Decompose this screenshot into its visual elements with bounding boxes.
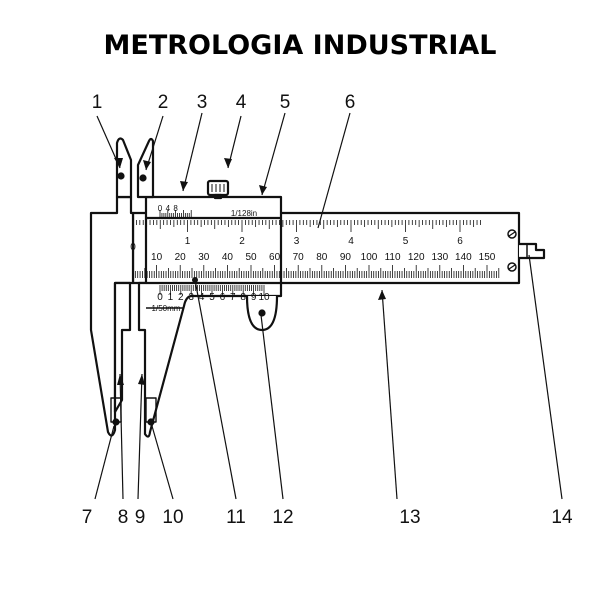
mm-main-label: 90 — [340, 252, 352, 263]
mm-vernier-label: 2 — [178, 292, 184, 303]
inch-vernier-label: 0 — [158, 204, 163, 213]
mm-main-label: 50 — [245, 252, 257, 263]
mm-main-label: 70 — [293, 252, 305, 263]
callout-13: 13 — [399, 507, 420, 528]
mm-vernier-label: 0 — [157, 292, 163, 303]
inch-main-label: 5 — [403, 236, 409, 247]
fixed-internal-jaw — [115, 137, 133, 199]
mm-vernier-label: 10 — [258, 292, 270, 303]
mm-main-label: 140 — [455, 252, 472, 263]
mm-vernier-label: 1 — [168, 292, 174, 303]
callout-1: 1 — [92, 92, 103, 113]
mm-main-label: 100 — [361, 252, 378, 263]
callout-12: 12 — [272, 507, 293, 528]
mm-vernier-unit: 1/50mm — [152, 304, 181, 313]
callout-11: 11 — [226, 507, 246, 528]
callout-5: 5 — [280, 92, 291, 113]
mm-vernier-label: 8 — [240, 292, 246, 303]
vernier-scale-ticks — [159, 210, 265, 295]
callout-2: 2 — [158, 92, 169, 113]
inch-main-label: 1 — [185, 236, 191, 247]
mm-main-label: 60 — [269, 252, 281, 263]
mm-vernier-label: 7 — [230, 292, 236, 303]
inch-main-label: 2 — [239, 236, 245, 247]
mm-main-label: 150 — [479, 252, 496, 263]
inch-vernier-unit: 1/128in — [231, 209, 257, 218]
mm-vernier-label: 5 — [209, 292, 215, 303]
inch-vernier-label: 8 — [173, 204, 178, 213]
slider-body — [137, 195, 283, 438]
leader-arrowheads — [114, 158, 386, 385]
callout-10: 10 — [162, 507, 183, 528]
mm-main-label: 120 — [408, 252, 425, 263]
diagram-title: METROLOGIA INDUSTRIAL — [103, 30, 497, 61]
callout-4: 4 — [236, 92, 247, 113]
leader-lines — [94, 112, 563, 500]
callout-8: 8 — [118, 507, 129, 528]
mm-main-label: 130 — [431, 252, 448, 263]
depth-rod — [519, 242, 546, 260]
mm-main-label: 80 — [316, 252, 328, 263]
callout-3: 3 — [197, 92, 208, 113]
callout-14: 14 — [551, 507, 573, 528]
callout-9: 9 — [135, 507, 146, 528]
locking-screw — [206, 179, 230, 197]
mm-vernier-label: 3 — [188, 292, 194, 303]
mm-main-label: 40 — [222, 252, 234, 263]
mm-scale-ticks — [132, 265, 500, 278]
mm-main-label: 110 — [385, 252, 401, 263]
inch-main-label: 3 — [294, 236, 300, 247]
fixed-jaw-body — [89, 195, 135, 437]
inch-main-label: 4 — [348, 236, 354, 247]
inch-main-label: 6 — [457, 236, 463, 247]
mm-vernier-label: 4 — [199, 292, 205, 303]
inch-main-label: 0 — [130, 242, 136, 253]
mm-vernier-label: 9 — [251, 292, 257, 303]
callout-7: 7 — [82, 507, 93, 528]
callout-6: 6 — [345, 92, 356, 113]
mm-vernier-label: 6 — [220, 292, 226, 303]
mm-main-label: 20 — [175, 252, 187, 263]
inch-scale-ticks — [132, 220, 481, 232]
mm-main-label: 10 — [151, 252, 163, 263]
fixed-external-jaw — [113, 281, 132, 414]
mm-main-label: 30 — [198, 252, 210, 263]
inch-vernier-label: 4 — [166, 204, 171, 213]
